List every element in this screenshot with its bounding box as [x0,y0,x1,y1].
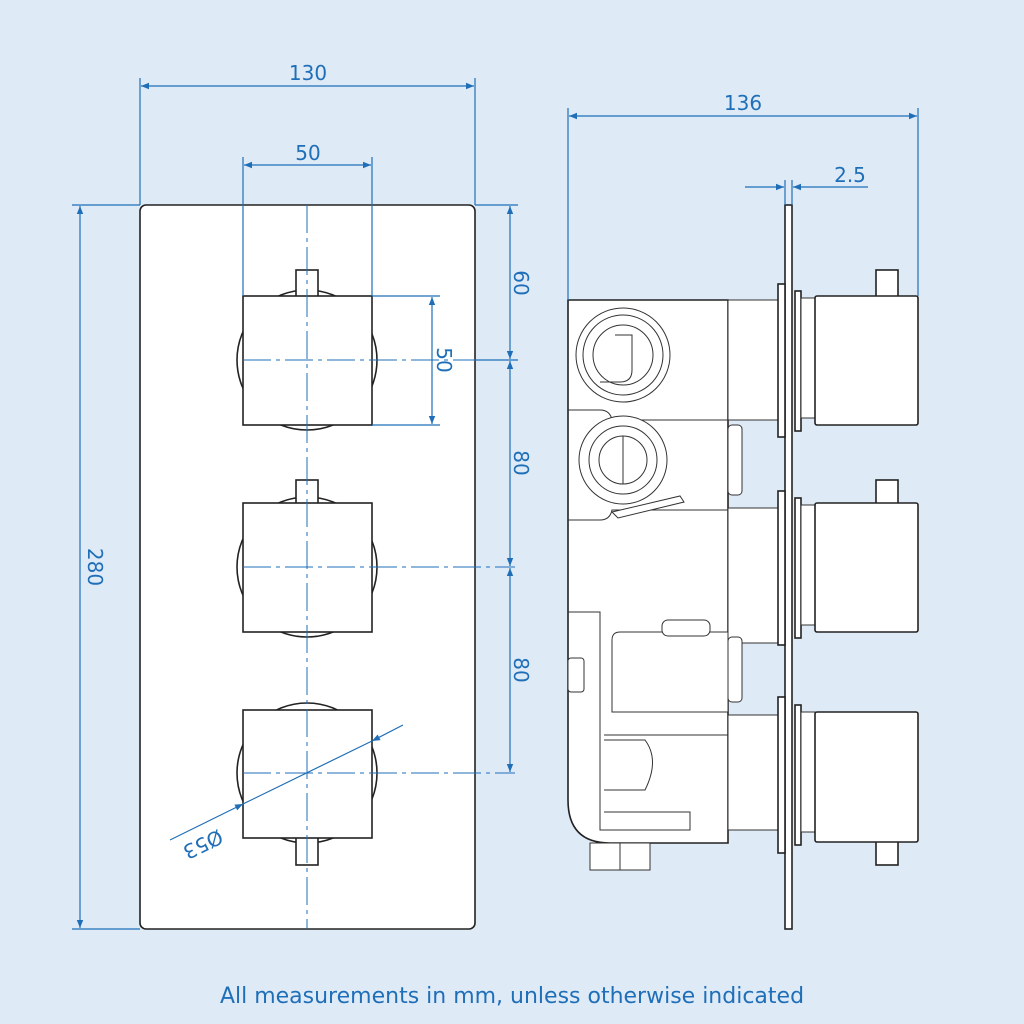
dim-knob-height-label: 50 [432,347,456,372]
dim-spacing-1-label: 80 [509,450,533,475]
dim-top-offset-label: 60 [509,270,533,295]
dimensions-side: 136 2.5 [567,91,919,300]
side-knob-3 [777,696,919,866]
front-view: 130 50 280 60 50 80 80 Ø53 [72,61,533,930]
wall-plate [784,204,793,930]
dim-spacing-2-label: 80 [509,657,533,682]
dimensions-front: 130 50 280 60 50 80 80 Ø53 [72,61,533,930]
dim-plate-thickness-label: 2.5 [834,163,866,187]
dim-depth-label: 136 [724,91,762,115]
dim-width-label: 130 [289,61,327,85]
side-knob-1 [777,269,919,438]
measurement-caption: All measurements in mm, unless otherwise… [219,984,805,1009]
centre-lines [243,205,515,929]
side-view: 136 2.5 [567,91,919,930]
side-knob-2 [777,479,919,646]
dim-height-label: 280 [83,548,107,586]
dim-knob-width-label: 50 [295,141,320,165]
